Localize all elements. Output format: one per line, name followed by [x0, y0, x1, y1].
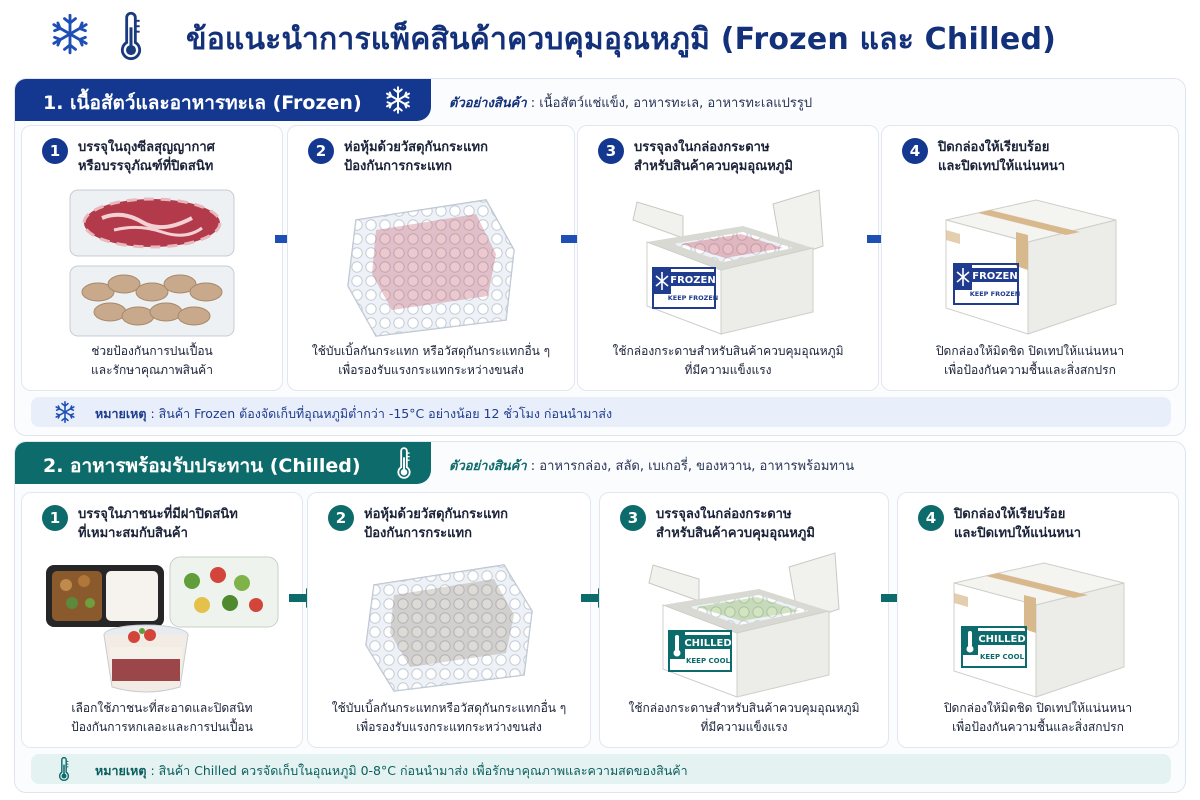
frozen-step-4: 4 ปิดกล่องให้เรียบร้อยและปิดเทปให้แน่นหน… — [881, 125, 1179, 391]
chilled-heading-text: 2. อาหารพร้อมรับประทาน (Chilled) — [43, 455, 361, 477]
step-title: บรรจุลงในกล่องกระดาษสำหรับสินค้าควบคุมอุ… — [656, 507, 815, 541]
taped-box-icon: CHILLED KEEP COOL — [953, 562, 1125, 698]
step-description: ปิดกล่องให้มิดชิด ปิดเทปให้แน่นหนาเพื่อป… — [935, 344, 1125, 377]
step-number: 1 — [42, 138, 68, 164]
snowflake-icon — [48, 12, 92, 56]
open-box-icon: CHILLED KEEP COOL — [648, 552, 840, 698]
step-number: 3 — [598, 138, 624, 164]
step-title: ห่อหุ้มด้วยวัสดุกันกระแทกป้องกันการกระแท… — [364, 507, 508, 541]
box-label: CHILLED — [684, 638, 731, 649]
step-number: 2 — [308, 138, 334, 164]
step-title: ปิดกล่องให้เรียบร้อยและปิดเทปให้แน่นหนา — [938, 140, 1066, 174]
step-title: ปิดกล่องให้เรียบร้อยและปิดเทปให้แน่นหนา — [954, 507, 1082, 541]
note-label: หมายเหตุ — [95, 763, 147, 778]
step-description: ใช้บับเบิ้ลกันกระแทก หรือวัสดุกันกระแทกอ… — [311, 344, 551, 377]
frozen-section: 1. เนื้อสัตว์และอาหารทะเล (Frozen) ตัวอย… — [14, 78, 1186, 436]
chilled-note: หมายเหตุ : สินค้า Chilled ควรจัดเก็บในอุ… — [31, 754, 1171, 784]
food-containers-icon — [46, 556, 279, 693]
examples-text: : เนื้อสัตว์แช่แข็ง, อาหารทะเล, อาหารทะเ… — [530, 96, 813, 111]
examples-label: ตัวอย่างสินค้า — [449, 96, 527, 111]
step-number: 4 — [918, 505, 944, 531]
step-title: บรรจุในถุงซีลสุญญากาศหรือบรรจุภัณฑ์ที่ปิ… — [78, 140, 215, 174]
box-sublabel: KEEP COOL — [686, 657, 731, 665]
step-number: 1 — [42, 505, 68, 531]
frozen-section-heading: 1. เนื้อสัตว์และอาหารทะเล (Frozen) — [15, 79, 431, 121]
examples-label: ตัวอย่างสินค้า — [449, 459, 527, 474]
taped-box-icon: FROZEN KEEP FROZEN — [945, 199, 1117, 335]
step-description: เลือกใช้ภาชนะที่สะอาดและปิดสนิทป้องกันกา… — [71, 701, 253, 734]
snowflake-icon — [53, 400, 77, 424]
vacuum-sealed-meat-icon — [69, 189, 235, 337]
frozen-step-1: 1 บรรจุในถุงซีลสุญญากาศหรือบรรจุภัณฑ์ที่… — [21, 125, 283, 391]
chilled-examples: ตัวอย่างสินค้า : อาหารกล่อง, สลัด, เบเกอ… — [449, 455, 854, 476]
frozen-step-2: 2 ห่อหุ้มด้วยวัสดุกันกระแทกป้องกันการกระ… — [287, 125, 575, 391]
examples-text: : อาหารกล่อง, สลัด, เบเกอรี่, ของหวาน, อ… — [530, 459, 855, 474]
bubble-wrap-icon — [347, 199, 515, 337]
box-label: FROZEN — [972, 271, 1017, 282]
frozen-step-3: 3 บรรจุลงในกล่องกระดาษสำหรับสินค้าควบคุม… — [577, 125, 879, 391]
page-title: ข้อแนะนำการแพ็คสินค้าควบคุมอุณหภูมิ (Fro… — [186, 22, 1057, 57]
step-title: บรรจุในภาชนะที่มีฝาปิดสนิทที่เหมาะสมกับส… — [78, 507, 238, 541]
snowflake-icon — [383, 85, 413, 115]
header: ข้อแนะนำการแพ็คสินค้าควบคุมอุณหภูมิ (Fro… — [0, 0, 1200, 74]
chilled-step-3: 3 บรรจุลงในกล่องกระดาษสำหรับสินค้าควบคุม… — [599, 492, 889, 748]
step-title: บรรจุลงในกล่องกระดาษสำหรับสินค้าควบคุมอุ… — [634, 140, 793, 174]
thermometer-icon — [57, 756, 71, 782]
step-description: ใช้กล่องกระดาษสำหรับสินค้าควบคุมอุณหภูมิ… — [628, 701, 860, 734]
frozen-note: หมายเหตุ : สินค้า Frozen ต้องจัดเก็บที่อ… — [31, 397, 1171, 427]
open-box-icon: FROZEN KEEP FROZEN — [632, 189, 824, 335]
frozen-examples: ตัวอย่างสินค้า : เนื้อสัตว์แช่แข็ง, อาหา… — [449, 92, 812, 113]
box-label: CHILLED — [978, 634, 1025, 645]
box-sublabel: KEEP FROZEN — [668, 294, 719, 302]
note-text: : สินค้า Chilled ควรจัดเก็บในอุณหภูมิ 0-… — [150, 763, 688, 778]
step-description: ใช้บับเบิ้ลกันกระแทกหรือวัสดุกันกระแทกอื… — [331, 701, 567, 734]
box-label: FROZEN — [670, 275, 715, 286]
note-text: : สินค้า Frozen ต้องจัดเก็บที่อุณหภูมิต่… — [150, 406, 613, 421]
step-number: 4 — [902, 138, 928, 164]
box-sublabel: KEEP COOL — [980, 653, 1025, 661]
step-description: ช่วยป้องกันการปนเปื้อนและรักษาคุณภาพสินค… — [91, 344, 213, 377]
note-label: หมายเหตุ — [95, 406, 147, 421]
chilled-step-1: 1 บรรจุในภาชนะที่มีฝาปิดสนิทที่เหมาะสมกั… — [21, 492, 303, 748]
step-description: ปิดกล่องให้มิดชิด ปิดเทปให้แน่นหนาเพื่อป… — [943, 701, 1133, 734]
chilled-step-2: 2 ห่อหุ้มด้วยวัสดุกันกระแทกป้องกันการกระ… — [307, 492, 591, 748]
chilled-section-heading: 2. อาหารพร้อมรับประทาน (Chilled) — [15, 442, 431, 484]
step-number: 2 — [328, 505, 354, 531]
frozen-heading-text: 1. เนื้อสัตว์และอาหารทะเล (Frozen) — [43, 92, 362, 114]
chilled-section: 2. อาหารพร้อมรับประทาน (Chilled) ตัวอย่า… — [14, 441, 1186, 793]
step-number: 3 — [620, 505, 646, 531]
box-sublabel: KEEP FROZEN — [970, 290, 1021, 298]
step-description: ใช้กล่องกระดาษสำหรับสินค้าควบคุมอุณหภูมิ… — [612, 344, 844, 377]
chilled-step-4: 4 ปิดกล่องให้เรียบร้อยและปิดเทปให้แน่นหน… — [897, 492, 1179, 748]
thermometer-icon — [118, 10, 144, 62]
step-title: ห่อหุ้มด้วยวัสดุกันกระแทกป้องกันการกระแท… — [344, 140, 488, 174]
thermometer-icon — [395, 446, 413, 480]
bubble-wrap-icon — [365, 564, 533, 692]
